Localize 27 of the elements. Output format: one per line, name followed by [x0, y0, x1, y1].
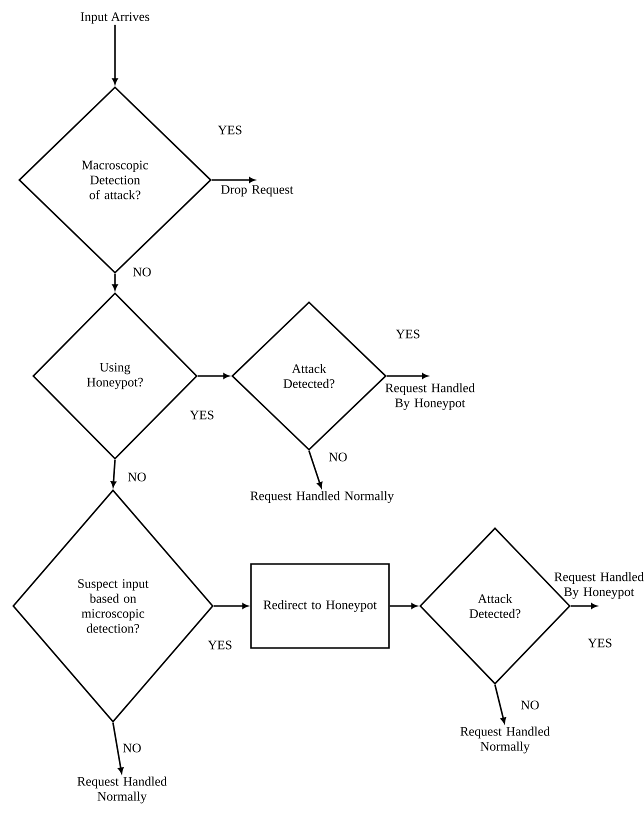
outcome-text: Drop Request [221, 185, 294, 196]
arrow [570, 603, 597, 609]
arrow [308, 450, 322, 488]
outcome-text: Request Handled Normally [460, 726, 550, 754]
edge-label: YES [394, 328, 422, 340]
outcome-text: Request Handled Normally [77, 776, 167, 804]
arrow [112, 722, 124, 774]
arrow [214, 603, 248, 609]
process-box: Redirect to Honeypot [250, 563, 390, 649]
arrow [112, 274, 118, 290]
arrow [494, 684, 506, 724]
arrow [386, 373, 428, 379]
edge-label: NO [122, 742, 142, 754]
outcome-text: Request Handled By Honeypot [385, 383, 475, 410]
edge-label: YES [216, 124, 244, 136]
edge-label: YES [586, 638, 614, 648]
arrow [390, 603, 418, 609]
arrow [198, 373, 230, 379]
edge-label: NO [520, 700, 540, 710]
arrow [110, 460, 116, 488]
outcome-text: Input Arrives [80, 12, 150, 24]
edge-label: NO [328, 452, 348, 462]
outcome-text: Request Handled By Honeypot [554, 572, 644, 599]
arrow [112, 24, 118, 84]
arrow [212, 177, 255, 183]
edge-label: NO [126, 472, 148, 482]
outcome-text: Request Handled Normally [250, 491, 394, 503]
